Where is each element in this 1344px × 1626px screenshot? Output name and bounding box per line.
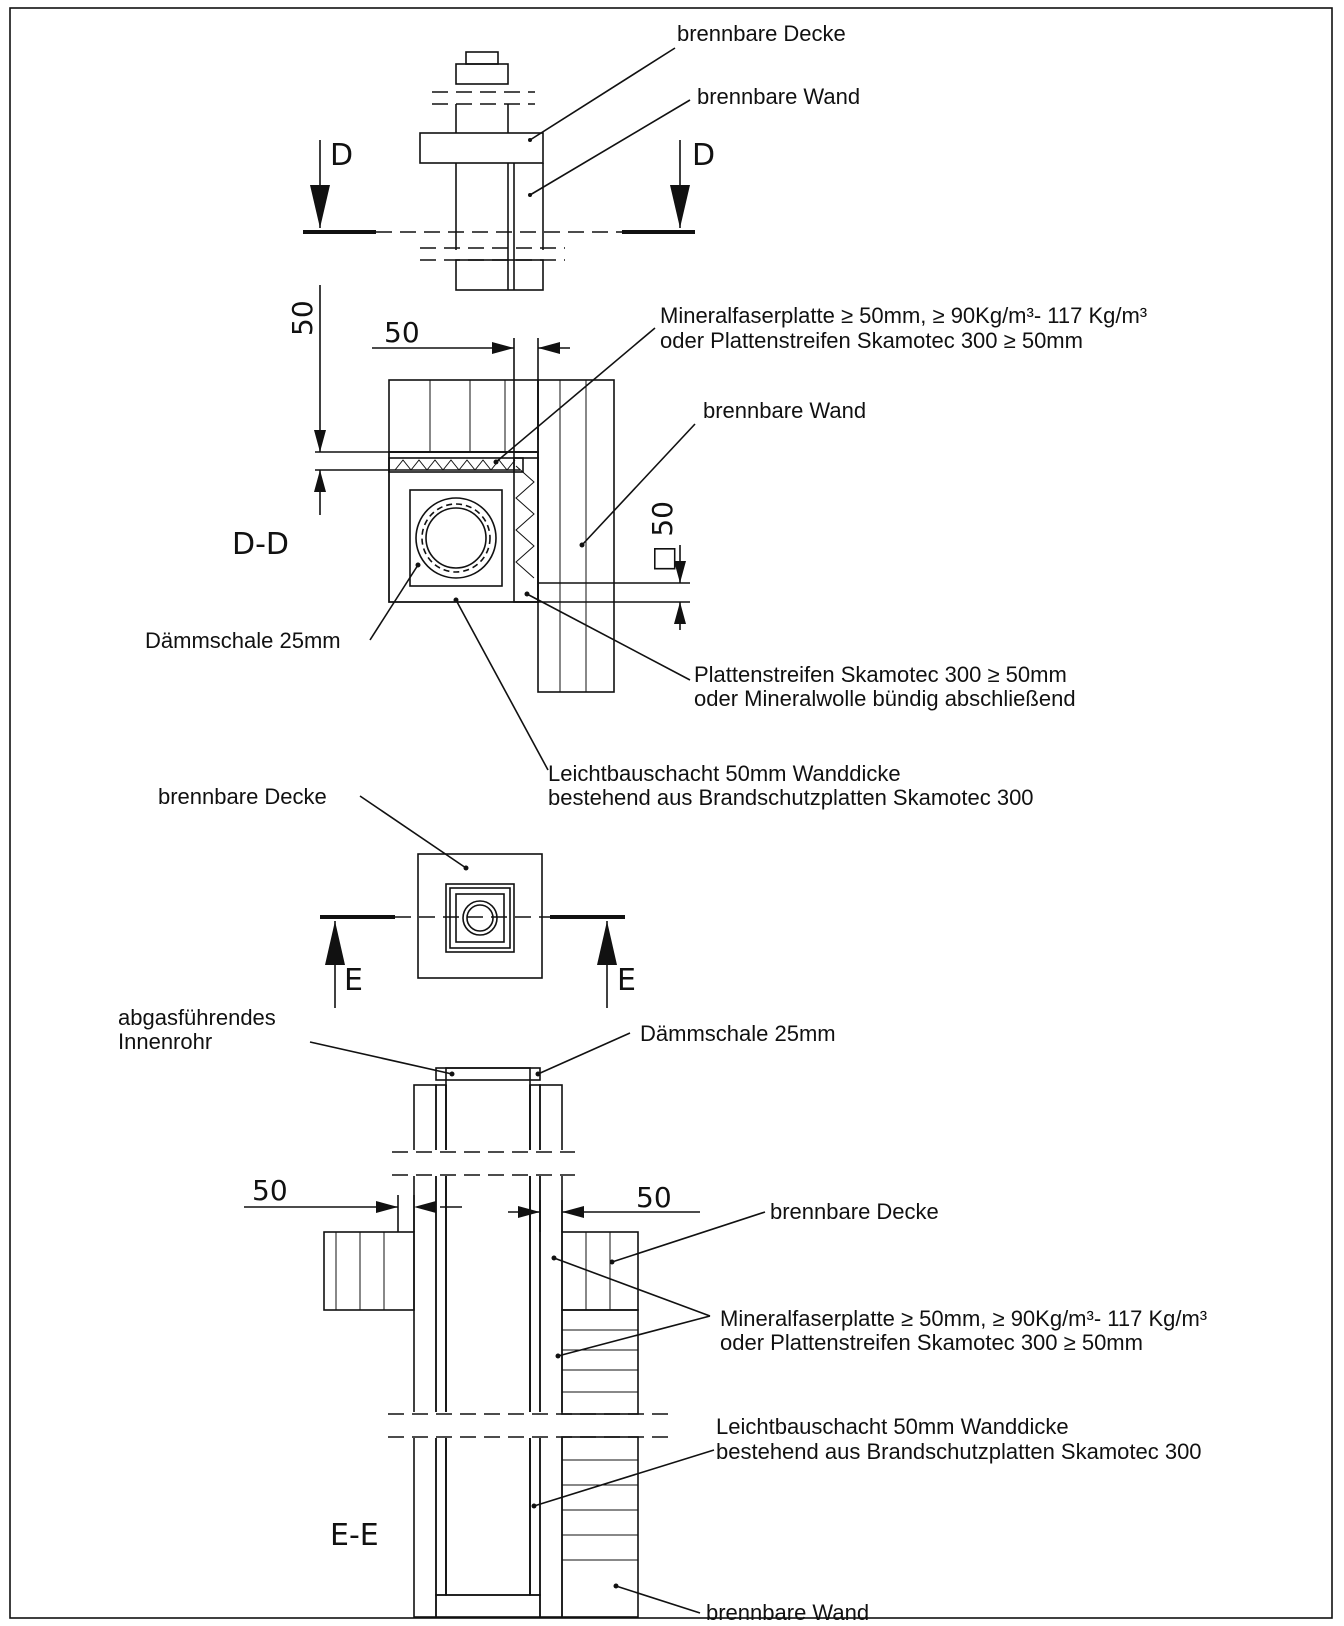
label-ee-daemmschale: Dämmschale 25mm (640, 1021, 836, 1046)
section-title-d-d: D-D (232, 527, 289, 562)
label-dd-daemmschale: Dämmschale 25mm (145, 628, 341, 653)
label-dd-leichtbauschacht-2: bestehend aus Brandschutzplatten Skamote… (548, 785, 1034, 810)
dd-dim-horizontal: 50 (384, 316, 420, 349)
label-ee-mineralfaser-1: Mineralfaserplatte ≥ 50mm, ≥ 90Kg/m³- 11… (720, 1306, 1207, 1331)
label-ee-innenrohr-2: Innenrohr (118, 1029, 212, 1054)
label-ee-brennbare-decke: brennbare Decke (770, 1199, 939, 1224)
label-brennbare-wand-top: brennbare Wand (697, 84, 860, 109)
section-d-d: 50 50 □ 50 (145, 285, 1147, 810)
label-ee-mineralfaser-2: oder Plattenstreifen Skamotec 300 ≥ 50mm (720, 1330, 1143, 1355)
section-e-e: 50 50 E-E abgasführendes Innenrohr Dämms… (118, 1005, 1207, 1625)
top-elevation: D D brennbare Decke brennbare Wand (303, 21, 860, 291)
label-ee-leichtbauschacht-1: Leichtbauschacht 50mm Wanddicke (716, 1414, 1069, 1439)
section-marker-e-left: E (344, 963, 363, 998)
label-brennbare-decke-top: brennbare Decke (677, 21, 846, 46)
label-dd-plattenstreifen-2: oder Mineralwolle bündig abschließend (694, 686, 1076, 711)
label-dd-brennbare-wand: brennbare Wand (703, 398, 866, 423)
ceiling-plan-view: E E brennbare Decke (158, 784, 636, 1008)
section-marker-d-left: D (330, 138, 353, 173)
dd-dim-vertical: 50 (286, 300, 319, 336)
ee-dim-right: 50 (636, 1181, 672, 1214)
drawing-frame (9, 7, 1333, 1619)
label-ee-innenrohr-1: abgasführendes (118, 1005, 276, 1030)
label-dd-mineralfaser-1: Mineralfaserplatte ≥ 50mm, ≥ 90Kg/m³- 11… (660, 303, 1147, 328)
label-ee-leichtbauschacht-2: bestehend aus Brandschutzplatten Skamote… (716, 1439, 1202, 1464)
section-title-e-e: E-E (330, 1518, 379, 1553)
label-ee-brennbare-wand: brennbare Wand (706, 1600, 869, 1625)
label-brennbare-decke-plan: brennbare Decke (158, 784, 327, 809)
label-dd-plattenstreifen-1: Plattenstreifen Skamotec 300 ≥ 50mm (694, 662, 1067, 687)
section-marker-d-right: D (692, 138, 715, 173)
label-dd-mineralfaser-2: oder Plattenstreifen Skamotec 300 ≥ 50mm (660, 328, 1083, 353)
label-dd-leichtbauschacht-1: Leichtbauschacht 50mm Wanddicke (548, 761, 901, 786)
section-marker-e-right: E (617, 963, 636, 998)
ee-dim-left: 50 (252, 1174, 288, 1207)
dd-dim-square: □ 50 (646, 501, 679, 572)
